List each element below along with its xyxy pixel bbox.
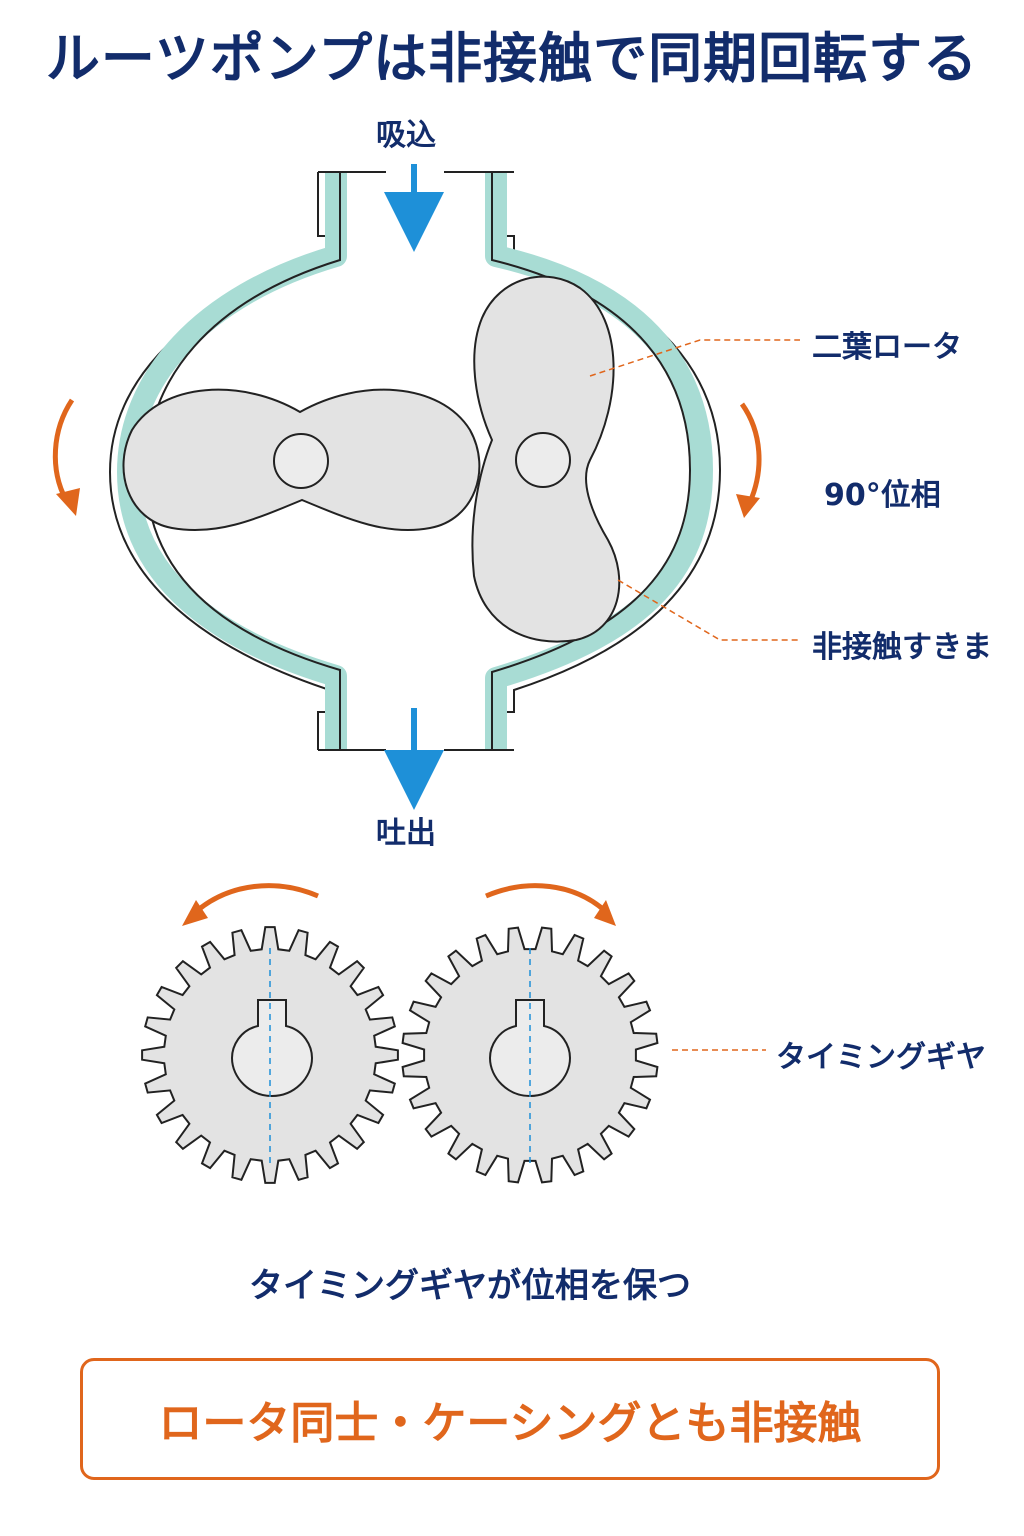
timing-gear-right [401,926,659,1184]
suction-label: 吸込 [376,118,436,153]
summary-callout-text: ロータ同士・ケーシングとも非接触 [158,1398,862,1449]
gear-rotation-arrow-right [485,883,616,926]
timing-gear-label: タイミングギヤ [776,1040,986,1075]
clearance-label: 非接触すきま [812,630,992,665]
gear-caption: タイミングギヤが位相を保つ [249,1266,691,1306]
timing-gear-left [141,926,399,1184]
page-title: ルーツポンプは非接触で同期回転する [45,27,979,90]
rotor-left-shaft [273,433,329,489]
rotor-right-shaft [515,432,571,488]
clearance-leader-line [617,579,800,641]
summary-callout: ロータ同士・ケーシングとも非接触 [80,1358,940,1480]
rotor-leader-line [589,339,800,377]
rotor-left [122,388,481,532]
phase-label: 90°位相 [824,478,941,513]
discharge-label: 吐出 [376,816,436,851]
rotor-label: 二葉ロータ [812,330,962,365]
rotation-arrow-left [52,398,80,516]
rotation-arrow-right [736,402,762,518]
gear-left-bore [230,999,314,1098]
gear-rotation-arrow-left [182,883,319,926]
rotor-right [471,275,621,643]
